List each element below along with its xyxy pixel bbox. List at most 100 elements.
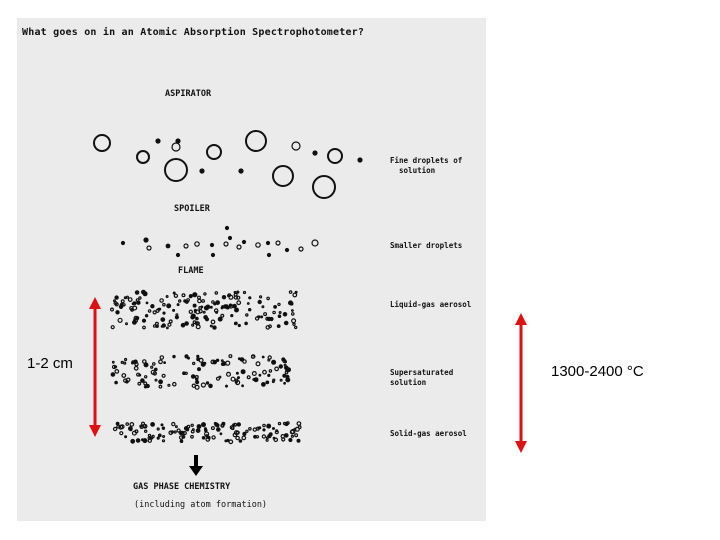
droplet <box>234 380 238 384</box>
droplet <box>143 237 149 243</box>
droplet <box>173 430 177 434</box>
droplet <box>277 421 282 426</box>
droplet <box>238 168 244 174</box>
droplet <box>241 435 247 441</box>
droplet <box>252 427 257 432</box>
droplet <box>160 423 164 427</box>
droplet <box>176 428 181 433</box>
droplet <box>227 235 233 241</box>
droplet <box>245 313 249 317</box>
droplet <box>284 421 289 427</box>
droplet <box>205 434 209 438</box>
droplet <box>193 310 197 314</box>
droplet <box>144 314 149 318</box>
droplet <box>213 308 219 313</box>
droplet <box>172 354 176 359</box>
droplet <box>225 384 229 388</box>
droplet <box>267 373 271 377</box>
droplet <box>221 295 227 300</box>
droplet <box>196 424 202 429</box>
droplet <box>120 299 125 304</box>
droplet <box>261 382 266 387</box>
droplet <box>192 303 197 308</box>
droplet <box>236 295 241 300</box>
droplet <box>111 364 117 370</box>
droplet <box>235 435 240 441</box>
droplet <box>175 138 181 144</box>
droplet <box>262 423 266 428</box>
droplet <box>236 244 242 250</box>
droplet <box>261 305 265 309</box>
droplet <box>277 314 282 319</box>
droplet <box>123 361 127 365</box>
droplet <box>194 321 199 326</box>
droplet <box>278 311 282 315</box>
droplet <box>242 431 247 436</box>
droplet <box>241 239 247 245</box>
droplet <box>236 422 241 427</box>
droplet <box>140 378 145 383</box>
droplet <box>271 359 277 365</box>
droplet <box>211 435 216 440</box>
droplet <box>232 432 238 438</box>
droplet <box>119 431 124 436</box>
droplet <box>161 439 166 443</box>
droplet <box>290 312 295 316</box>
droplet <box>114 295 119 300</box>
droplet <box>191 361 196 366</box>
droplet <box>154 367 158 372</box>
droplet <box>292 292 298 298</box>
droplet <box>112 299 116 303</box>
droplet <box>165 295 169 299</box>
droplet <box>277 302 281 307</box>
droplet <box>196 357 201 362</box>
droplet <box>212 359 218 365</box>
droplet <box>159 355 165 360</box>
droplet <box>262 369 267 375</box>
droplet <box>265 438 269 442</box>
droplet <box>215 358 220 362</box>
droplet <box>268 432 273 437</box>
droplet <box>173 293 179 298</box>
droplet <box>298 246 304 252</box>
droplet <box>172 308 176 312</box>
droplet <box>198 306 203 310</box>
droplet <box>176 303 180 307</box>
droplet <box>312 175 336 199</box>
droplet <box>237 357 241 361</box>
scanned-figure-panel <box>17 18 486 521</box>
droplet <box>251 371 257 377</box>
droplet <box>204 428 208 433</box>
droplet <box>235 371 239 375</box>
droplet <box>228 303 234 309</box>
temperature-range-label: 1300-2400 °C <box>551 363 644 380</box>
droplet <box>158 384 163 389</box>
droplet <box>283 433 289 438</box>
droplet <box>292 322 296 326</box>
droplet <box>114 302 119 307</box>
droplet <box>252 378 256 381</box>
droplet <box>200 361 206 367</box>
droplet <box>224 225 230 231</box>
droplet <box>209 242 215 248</box>
droplet <box>210 252 216 258</box>
droplet <box>141 318 147 323</box>
droplet <box>246 302 250 305</box>
droplet <box>167 322 172 327</box>
droplet <box>282 373 287 378</box>
droplet <box>168 430 174 436</box>
droplet <box>181 293 186 298</box>
droplet <box>136 150 150 164</box>
droplet <box>131 320 137 325</box>
droplet <box>168 319 173 324</box>
droplet <box>282 358 287 364</box>
droplet <box>283 363 287 367</box>
droplet <box>253 434 257 439</box>
droplet <box>228 294 234 300</box>
spoiler-label: SPOILER <box>174 204 210 214</box>
droplet <box>237 376 241 380</box>
droplet <box>224 439 228 443</box>
droplet <box>241 384 245 388</box>
droplet <box>263 312 268 317</box>
